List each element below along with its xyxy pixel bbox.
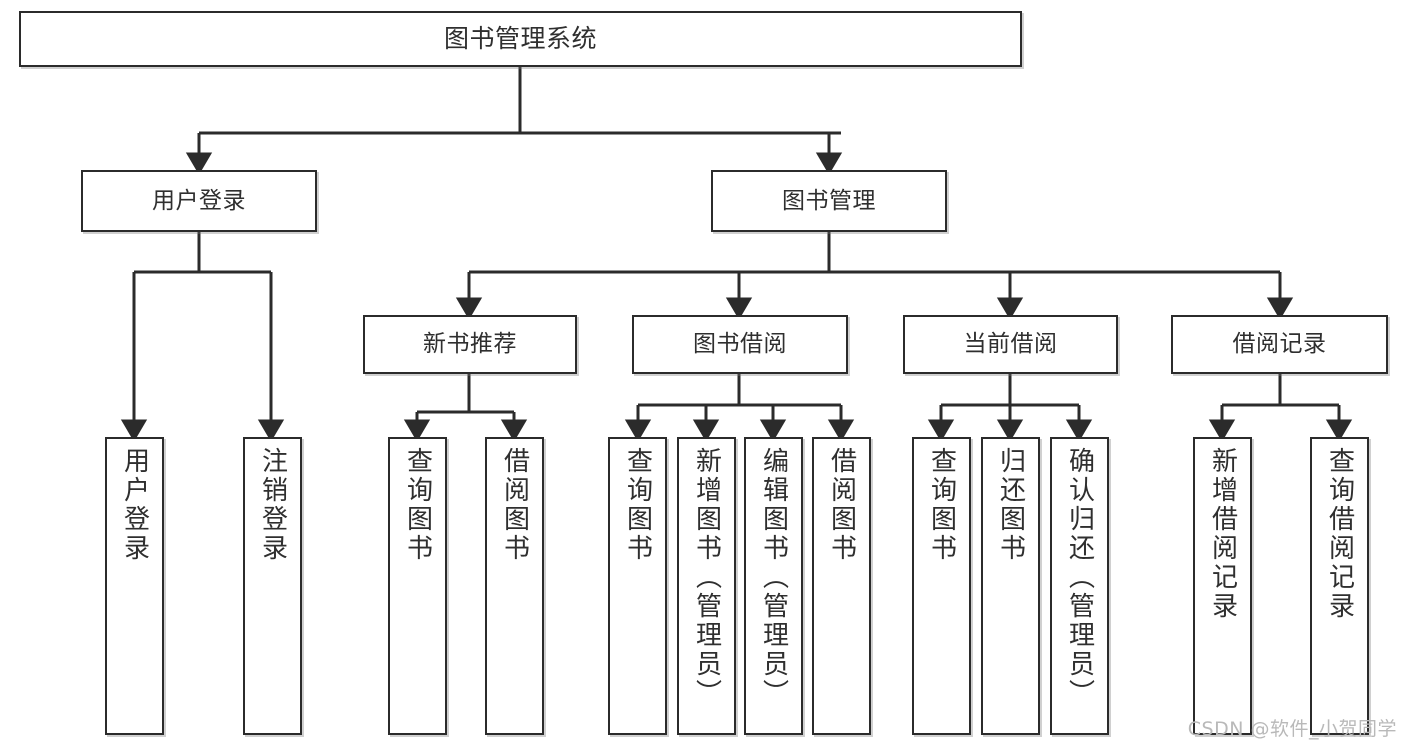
node-label: 注销登录 [257, 447, 288, 563]
node-label: 图书管理系统 [443, 23, 597, 53]
node-leaf-add-book[interactable]: 新增图书（管理员） [677, 437, 736, 735]
node-label: 借阅图书 [499, 447, 530, 563]
node-new-book-recommend[interactable]: 新书推荐 [363, 315, 577, 374]
node-label: 借阅图书 [826, 447, 857, 563]
node-label: 查询借阅记录 [1324, 447, 1355, 621]
node-label: 借阅记录 [1232, 331, 1327, 358]
node-leaf-add-borrow-record[interactable]: 新增借阅记录 [1193, 437, 1252, 735]
node-label: 图书管理 [782, 187, 876, 214]
node-label: 用户登录 [152, 187, 246, 214]
node-leaf-query-book-rec[interactable]: 查询图书 [388, 437, 447, 735]
node-label: 用户登录 [119, 447, 150, 563]
node-leaf-borrow-book-rec[interactable]: 借阅图书 [485, 437, 544, 735]
node-book-borrow[interactable]: 图书借阅 [632, 315, 848, 374]
node-user-login[interactable]: 用户登录 [81, 170, 317, 232]
node-current-borrow[interactable]: 当前借阅 [903, 315, 1118, 374]
node-root-system[interactable]: 图书管理系统 [19, 11, 1022, 67]
node-leaf-query-book-current[interactable]: 查询图书 [912, 437, 971, 735]
node-leaf-confirm-return[interactable]: 确认归还（管理员） [1050, 437, 1109, 735]
node-label: 查询图书 [402, 447, 433, 563]
node-leaf-user-login[interactable]: 用户登录 [105, 437, 164, 735]
node-label: 图书借阅 [693, 331, 787, 358]
node-label: 新增图书（管理员） [691, 447, 722, 708]
node-borrow-record[interactable]: 借阅记录 [1171, 315, 1388, 374]
node-label: 新增借阅记录 [1207, 447, 1238, 621]
node-label: 编辑图书（管理员） [758, 447, 789, 708]
node-label: 确认归还（管理员） [1064, 447, 1095, 708]
node-leaf-return-book[interactable]: 归还图书 [981, 437, 1040, 735]
node-label: 查询图书 [926, 447, 957, 563]
node-leaf-query-borrow-record[interactable]: 查询借阅记录 [1310, 437, 1369, 735]
node-leaf-borrow-book[interactable]: 借阅图书 [812, 437, 871, 735]
node-book-manage[interactable]: 图书管理 [711, 170, 947, 232]
node-label: 新书推荐 [423, 331, 517, 358]
node-label: 归还图书 [995, 447, 1026, 563]
node-label: 当前借阅 [963, 331, 1058, 358]
node-leaf-user-logout[interactable]: 注销登录 [243, 437, 302, 735]
node-leaf-query-book-borrow[interactable]: 查询图书 [608, 437, 667, 735]
node-label: 查询图书 [622, 447, 653, 563]
node-leaf-edit-book[interactable]: 编辑图书（管理员） [744, 437, 803, 735]
